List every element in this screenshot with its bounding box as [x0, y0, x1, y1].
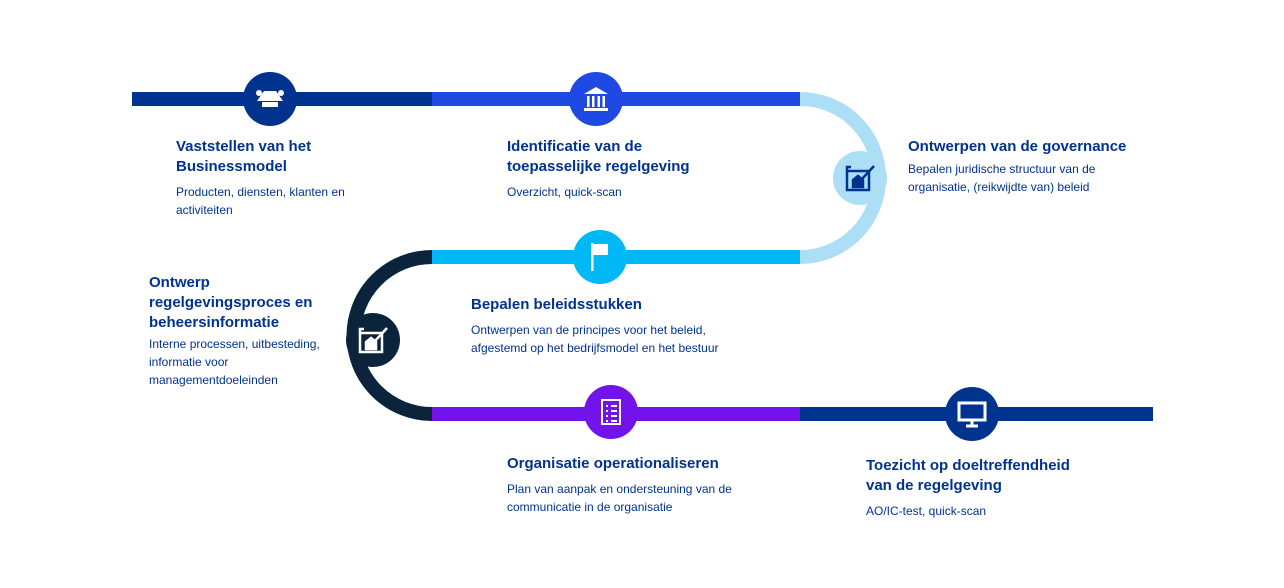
handshake-icon	[243, 72, 297, 126]
blueprint-icon	[346, 313, 400, 367]
step-6: Organisatie operationaliseren Plan van a…	[507, 454, 742, 516]
step-title: Toezicht op doeltreffendheid van de rege…	[866, 457, 1070, 494]
step-title: Identificatie van de toepasselijke regel…	[507, 138, 690, 175]
step-description: Ontwerpen van de principes voor het bele…	[471, 323, 719, 355]
step-title: Vaststellen van het Businessmodel	[176, 138, 312, 175]
step-2: Identificatie van de toepasselijke regel…	[507, 137, 717, 201]
step-3: Ontwerpen van de governance Bepalen juri…	[908, 137, 1148, 196]
step-title: Organisatie operationaliseren	[507, 455, 719, 472]
building-icon	[569, 72, 623, 126]
step-1: Vaststellen van het Businessmodel Produc…	[176, 137, 376, 219]
step-title: Ontwerp regelgevingsproces en beheersinf…	[149, 274, 313, 331]
step-title: Ontwerpen van de governance	[908, 138, 1127, 155]
blueprint-icon	[833, 151, 887, 205]
step-description: Overzicht, quick-scan	[507, 185, 622, 199]
checklist-icon	[584, 385, 638, 439]
step-title: Bepalen beleidsstukken	[471, 296, 642, 313]
step-description: AO/IC-test, quick-scan	[866, 504, 987, 518]
step-description: Plan van aanpak en ondersteuning van de …	[507, 482, 732, 514]
step-5: Ontwerp regelgevingsproces en beheersinf…	[149, 273, 344, 389]
monitor-icon	[945, 387, 999, 441]
step-7: Toezicht op doeltreffendheid van de rege…	[866, 456, 1096, 520]
step-description: Producten, diensten, klanten en activite…	[176, 185, 345, 217]
flag-icon	[573, 230, 627, 284]
step-4: Bepalen beleidsstukken Ontwerpen van de …	[471, 295, 721, 357]
step-description: Bepalen juridische structuur van de orga…	[908, 162, 1096, 194]
step-description: Interne processen, uitbesteding, informa…	[149, 337, 320, 387]
